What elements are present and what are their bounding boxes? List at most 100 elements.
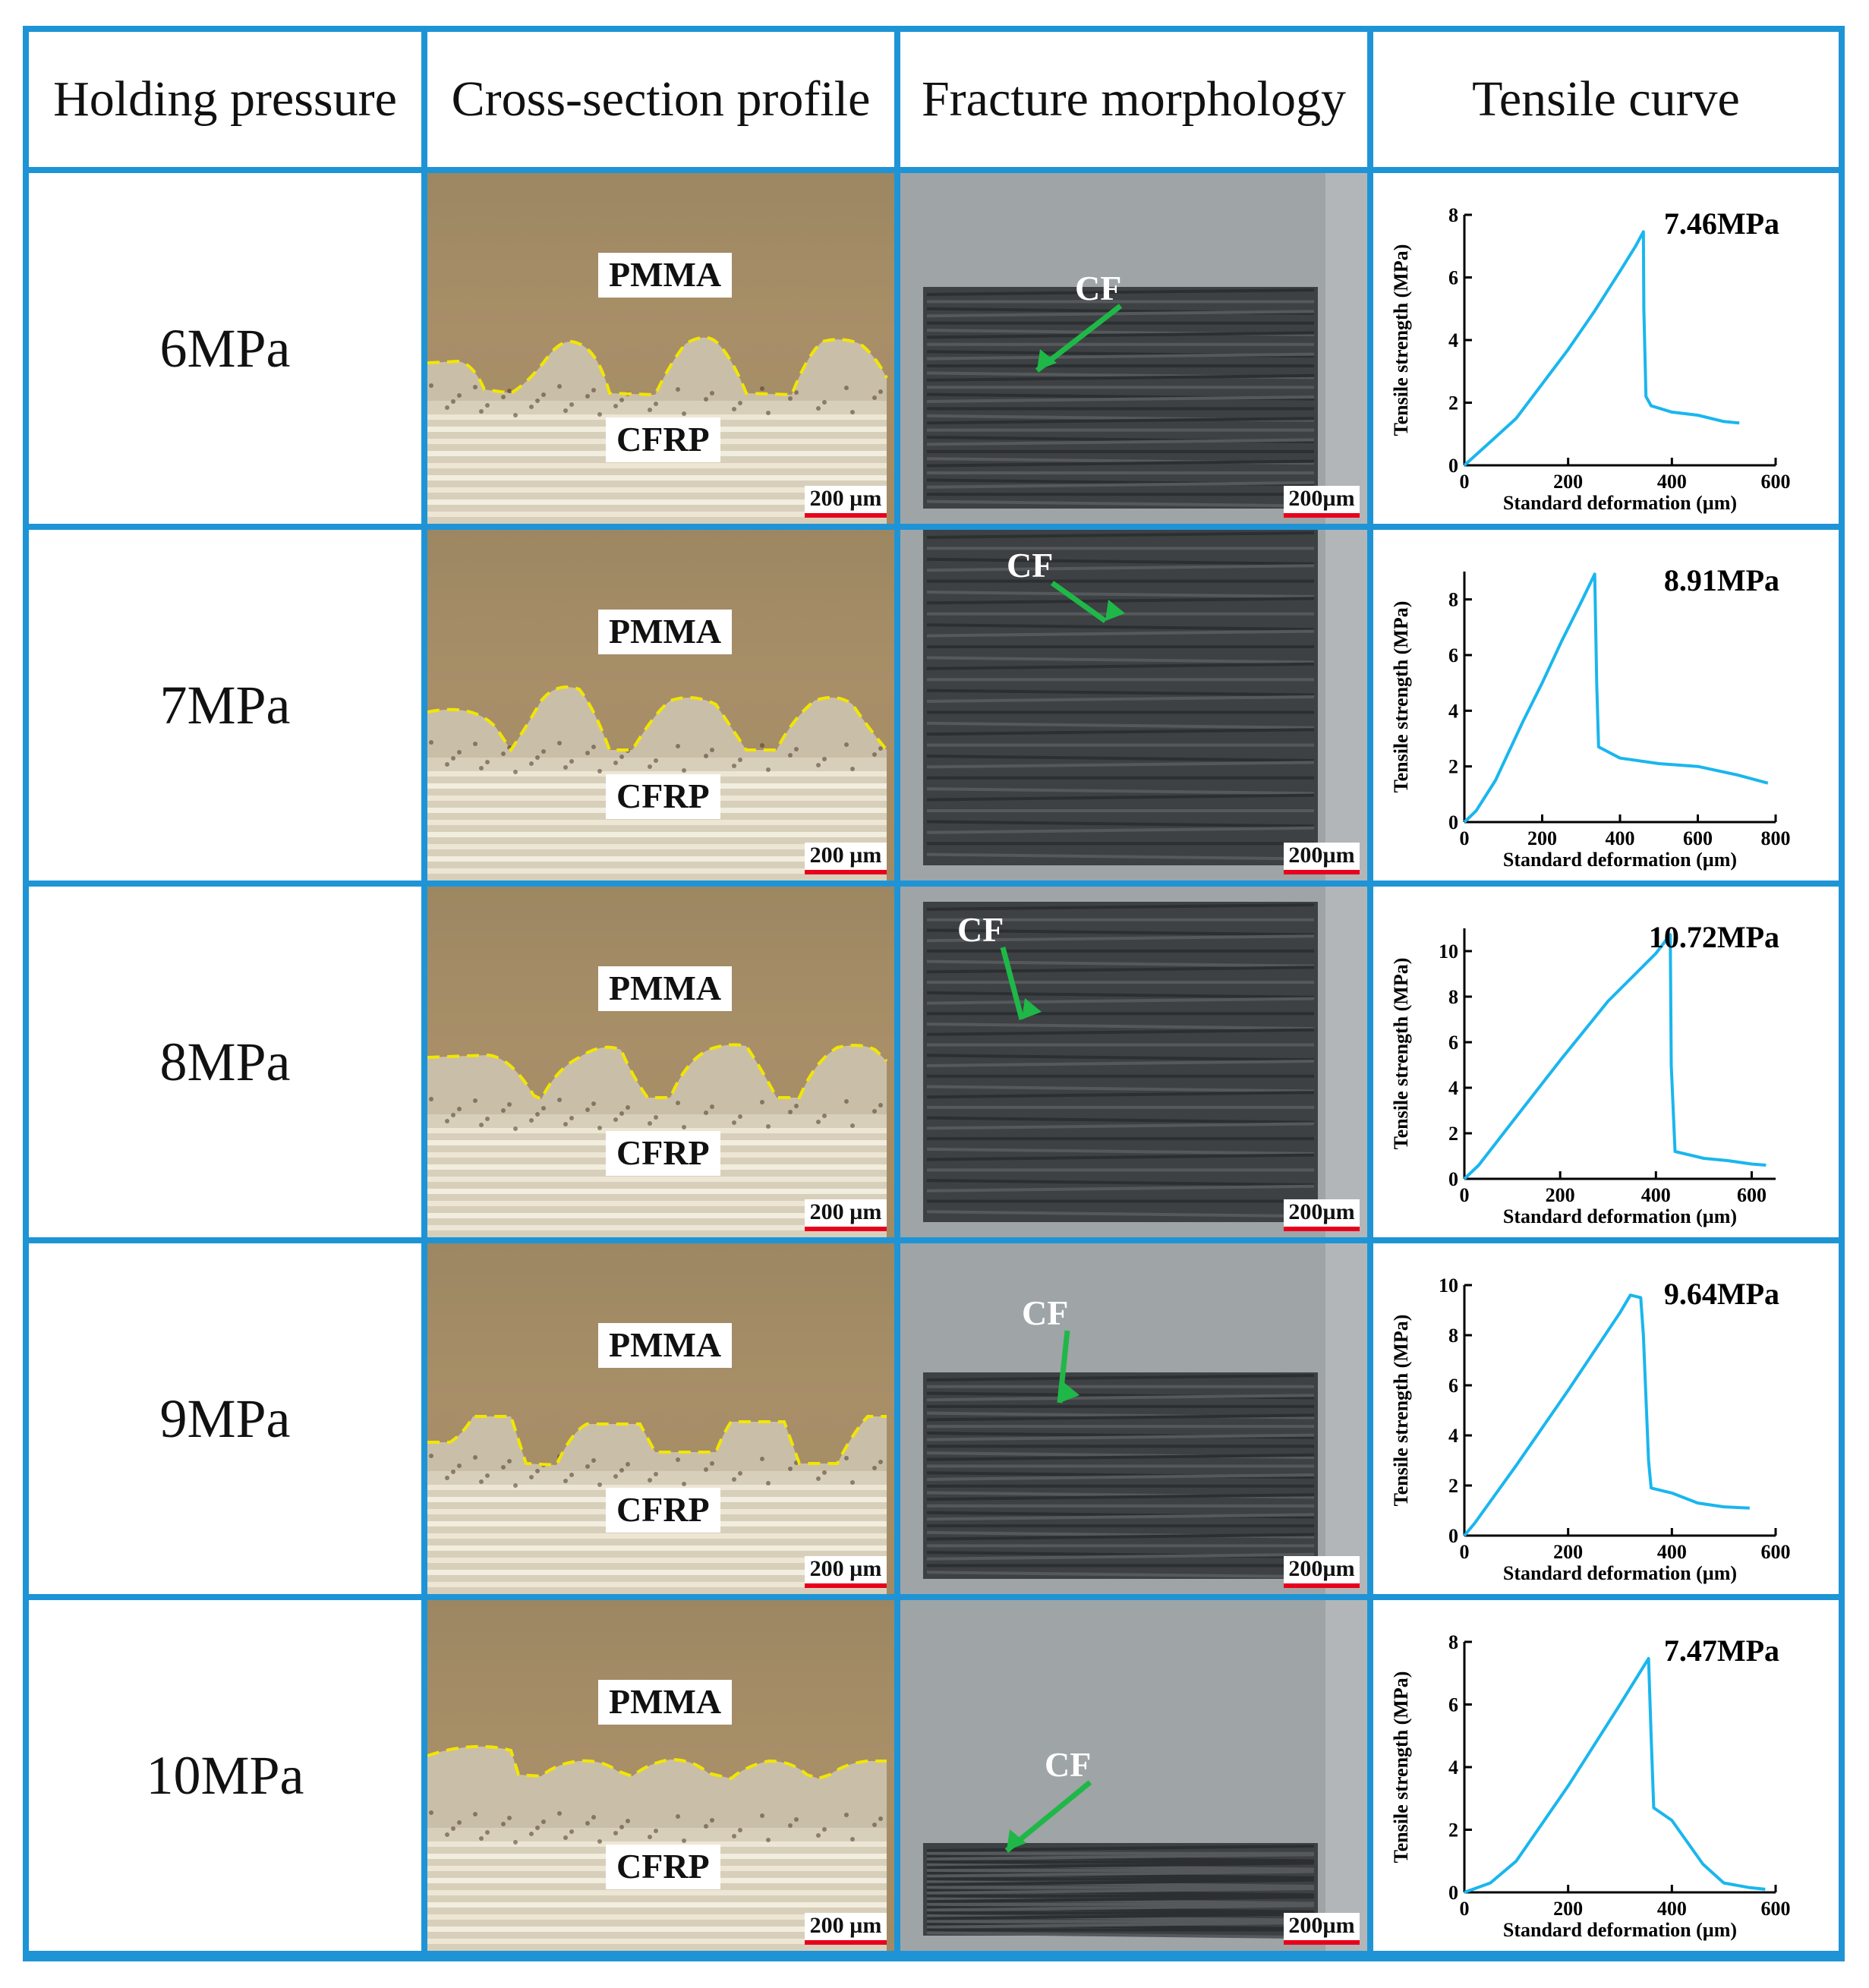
scale-bar: 200 µm [805, 1556, 887, 1588]
scale-bar-line [805, 513, 887, 518]
scale-bar: 200 µm [805, 486, 887, 518]
scale-bar-line [1284, 870, 1360, 874]
figure-grid: Holding pressure Cross-section profile F… [23, 26, 1845, 1961]
scale-bar-label: 200µm [1288, 1199, 1355, 1224]
x-tick-label: 0 [1460, 471, 1470, 493]
peak-strength-label: 9.64MPa [1664, 1277, 1779, 1311]
y-tick-label: 2 [1448, 1475, 1458, 1497]
scale-bar: 200µm [1284, 1199, 1360, 1231]
cf-arrow [900, 1243, 1367, 1594]
scale-bar: 200 µm [805, 843, 887, 874]
peak-strength-label: 10.72MPa [1649, 920, 1779, 954]
y-tick-label: 8 [1448, 589, 1458, 611]
tensile-curve-line [1464, 1656, 1766, 1894]
tensile-curve-line [1463, 230, 1740, 467]
scale-bar-label: 200µm [1288, 1913, 1355, 1938]
cfrp-label: CFRP [606, 1845, 720, 1889]
y-tick-label: 0 [1448, 1168, 1458, 1190]
y-tick-label: 6 [1448, 267, 1458, 289]
x-tick-label: 200 [1553, 1898, 1583, 1920]
header-holding-pressure: Holding pressure [29, 32, 421, 167]
y-tick-label: 0 [1448, 1525, 1458, 1547]
x-tick-label: 0 [1460, 827, 1470, 849]
y-tick-label: 6 [1448, 1375, 1458, 1397]
x-axis-label: Standard deformation (µm) [1503, 1919, 1737, 1941]
scale-bar-line [1284, 513, 1360, 518]
scale-bar-line [805, 1940, 887, 1945]
scale-bar-label: 200 µm [809, 843, 882, 868]
pmma-label: PMMA [598, 253, 733, 298]
y-tick-label: 8 [1448, 986, 1458, 1008]
scale-bar-line [805, 870, 887, 874]
scale-bar-label: 200µm [1288, 843, 1355, 868]
pmma-label: PMMA [598, 1323, 733, 1368]
interface-dashed-line [427, 685, 888, 881]
scale-bar: 200 µm [805, 1913, 887, 1945]
scale-bar-line [1284, 1583, 1360, 1588]
header-cross-section: Cross-section profile [427, 32, 894, 167]
x-tick-label: 400 [1657, 471, 1687, 493]
interface-dashed-line [427, 1415, 887, 1594]
x-axis-label: Standard deformation (µm) [1503, 1562, 1737, 1584]
cfrp-label: CFRP [606, 1131, 720, 1176]
x-axis-label: Standard deformation (µm) [1503, 492, 1737, 514]
y-tick-label: 0 [1448, 455, 1458, 477]
x-tick-label: 400 [1641, 1184, 1671, 1206]
interface-dashed-line [427, 1043, 888, 1237]
fracture-micrograph: CF 200µm [900, 530, 1367, 881]
scale-bar-label: 200µm [1288, 486, 1355, 511]
cf-arrow [900, 173, 1367, 524]
interface-dashed-line [427, 336, 888, 524]
fracture-micrograph: CF 200µm [900, 1600, 1367, 1951]
scale-bar: 200 µm [805, 1199, 887, 1231]
pressure-label: 10MPa [29, 1600, 421, 1951]
y-tick-label: 0 [1448, 1882, 1458, 1904]
y-tick-label: 8 [1448, 204, 1458, 226]
x-tick-label: 0 [1460, 1541, 1470, 1563]
y-tick-label: 0 [1448, 811, 1458, 833]
scale-bar-line [805, 1227, 887, 1231]
y-axis-label: Tensile strength (MPa) [1390, 1671, 1412, 1864]
y-tick-label: 10 [1439, 1274, 1458, 1296]
x-tick-label: 600 [1683, 827, 1713, 849]
x-tick-label: 600 [1761, 1898, 1791, 1920]
x-tick-label: 200 [1553, 1541, 1583, 1563]
scale-bar-label: 200 µm [809, 486, 882, 511]
cf-arrow [900, 530, 1367, 881]
y-tick-label: 2 [1448, 1123, 1458, 1145]
pressure-label: 8MPa [29, 887, 421, 1237]
pressure-label: 6MPa [29, 173, 421, 524]
x-tick-label: 200 [1527, 827, 1557, 849]
pressure-label: 7MPa [29, 530, 421, 881]
cf-label: CF [1007, 546, 1054, 584]
cf-arrow [900, 887, 1367, 1237]
x-axis-label: Standard deformation (µm) [1503, 849, 1737, 871]
scale-bar: 200µm [1284, 1556, 1360, 1588]
x-tick-label: 600 [1761, 471, 1791, 493]
y-axis-label: Tensile strength (MPa) [1390, 244, 1412, 436]
scale-bar-label: 200 µm [809, 1913, 882, 1938]
y-tick-label: 6 [1448, 1032, 1458, 1054]
scale-bar-label: 200 µm [809, 1199, 882, 1224]
y-axis-label: Tensile strength (MPa) [1390, 958, 1412, 1150]
scale-bar-line [1284, 1227, 1360, 1231]
x-tick-label: 200 [1553, 471, 1583, 493]
x-tick-label: 600 [1737, 1184, 1767, 1206]
y-axis-label: Tensile strength (MPa) [1390, 1315, 1412, 1507]
scale-bar: 200µm [1284, 486, 1360, 518]
x-axis-label: Standard deformation (µm) [1503, 1205, 1737, 1227]
cf-label: CF [1045, 1745, 1092, 1784]
tensile-curve-line [1463, 572, 1769, 824]
y-tick-label: 4 [1448, 1756, 1458, 1778]
tensile-curve-line [1463, 933, 1767, 1180]
pmma-label: PMMA [598, 610, 733, 654]
